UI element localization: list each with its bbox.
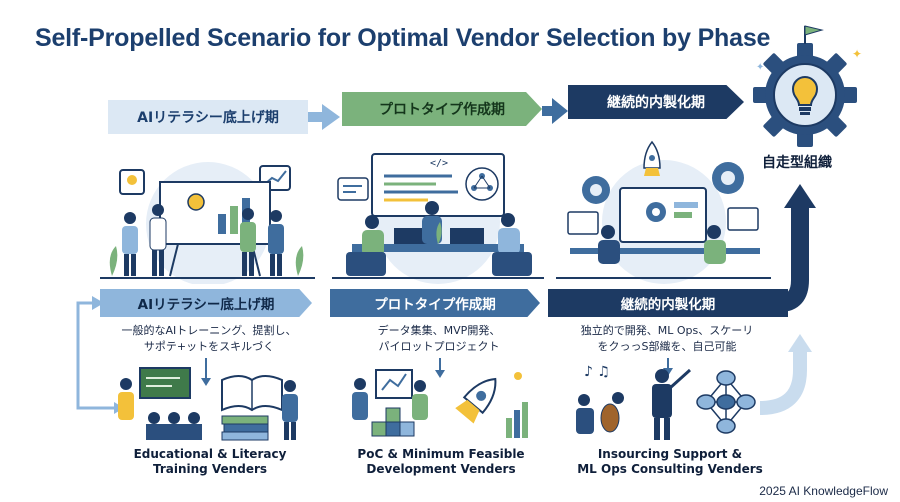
vendor-line: Development Venders: [366, 462, 516, 476]
description-line: 独立的で開発、ML Ops、スケーリ: [580, 324, 754, 337]
database-network-icon: [696, 370, 756, 434]
rocket-icon: [643, 140, 661, 176]
network-icon: [465, 167, 499, 201]
phase-bar-literacy: AIリテラシー底上げ期: [100, 289, 312, 317]
vendor-line: Educational & Literacy: [133, 447, 287, 461]
vendor-training: Educational & Literacy Training Venders: [110, 447, 310, 477]
description-literacy: 一般的なAIトレーニング、提割し、 サポテ+ットをスキルづく: [100, 323, 318, 355]
gear-bulb-icon: ✦ ✦: [753, 25, 862, 147]
chalkboard-icon: [139, 367, 191, 399]
violin-icon: [576, 392, 624, 434]
phase-bar-prototype: プロトタイプ作成期: [330, 289, 540, 317]
scene-insourcing-operations: [556, 140, 771, 284]
book-icon: [221, 375, 283, 412]
scene-prototype-team: </>: [332, 153, 544, 284]
vendor-poc: PoC & Minimum Feasible Development Vende…: [336, 447, 546, 477]
conductor-icon: [652, 368, 692, 440]
scene-literacy-workshop: [100, 162, 315, 284]
rocket-icon: [455, 377, 497, 424]
description-insourcing: 独立的で開発、ML Ops、スケーリ をクっっS部織を、自己可能: [552, 323, 782, 355]
scene-training-vendor: [118, 367, 298, 441]
vendor-line: Training Venders: [152, 462, 268, 476]
description-line: データ集集、MVP開発、: [377, 324, 501, 337]
scene-poc-vendor: [352, 369, 528, 438]
top-phase-prototype: プロトタイプ作成期: [342, 92, 542, 126]
code-icon: </>: [430, 158, 448, 169]
music-note-icon: ♪ ♫: [584, 364, 610, 380]
loop-arrowhead: [92, 296, 104, 310]
description-line: パイロットプロジェクト: [378, 340, 500, 353]
vendor-line: ML Ops Consulting Venders: [577, 462, 763, 476]
description-line: サポテ+ットをスキルづく: [143, 340, 275, 353]
svg-text:✦: ✦: [756, 62, 764, 73]
description-line: 一般的なAIトレーニング、提割し、: [121, 324, 297, 337]
vendor-insourcing: Insourcing Support & ML Ops Consulting V…: [560, 447, 780, 477]
vendor-line: PoC & Minimum Feasible: [357, 447, 525, 461]
description-line: をクっっS部織を、自己可能: [597, 340, 737, 353]
top-phase-insourcing: 継続的内製化期: [568, 85, 744, 119]
top-phase-literacy: AIリテラシー底上げ期: [108, 100, 308, 134]
svg-text:✦: ✦: [852, 47, 862, 61]
loop-line: [76, 301, 118, 410]
growth-arrow: [770, 205, 809, 312]
description-prototype: データ集集、MVP開発、 パイロットプロジェクト: [334, 323, 544, 355]
vendor-line: Insourcing Support &: [597, 447, 743, 461]
gear-icon: [582, 162, 744, 204]
growth-arrowhead: [784, 184, 816, 208]
page-title: Self-Propelled Scenario for Optimal Vend…: [35, 24, 771, 52]
scene-insourcing-vendor: ♪ ♫: [576, 364, 756, 440]
goal-label: 自走型組織: [762, 155, 832, 171]
phase-bar-insourcing: 継続的内製化期: [548, 289, 788, 317]
connector-arrow-2: [542, 98, 568, 124]
connector-arrow-1: [308, 104, 340, 130]
copyright-text: 2025 AI KnowledgeFlow: [759, 484, 888, 498]
